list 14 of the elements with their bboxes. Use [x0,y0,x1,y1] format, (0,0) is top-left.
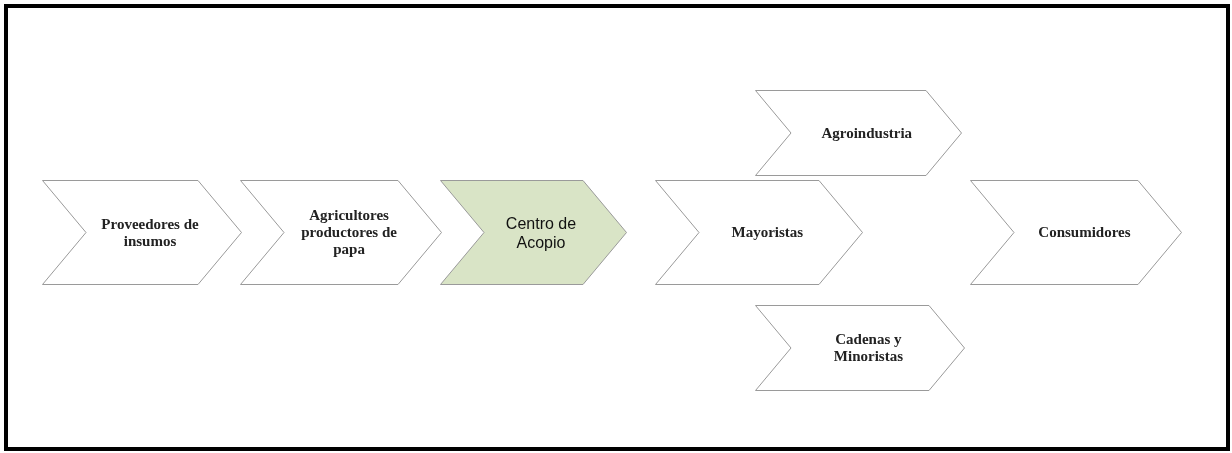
step-label: Centro de Acopio [504,213,578,252]
step-label: Consumidores [1038,224,1131,241]
step-label: Mayoristas [731,224,804,241]
chevron-step [755,90,962,176]
chevron-step [42,180,242,285]
chevron-step [440,180,627,285]
step-label: Proveedores de insumos [100,215,200,250]
step-label: Cadenas y Minoristas [832,331,904,365]
chevron-step [655,180,863,285]
step-label: Agricultores productores de papa [300,207,398,258]
step-label: Agroindustria [821,124,913,142]
chevron-step [240,180,442,285]
chevron-step [755,305,965,391]
chevron-step [970,180,1182,285]
